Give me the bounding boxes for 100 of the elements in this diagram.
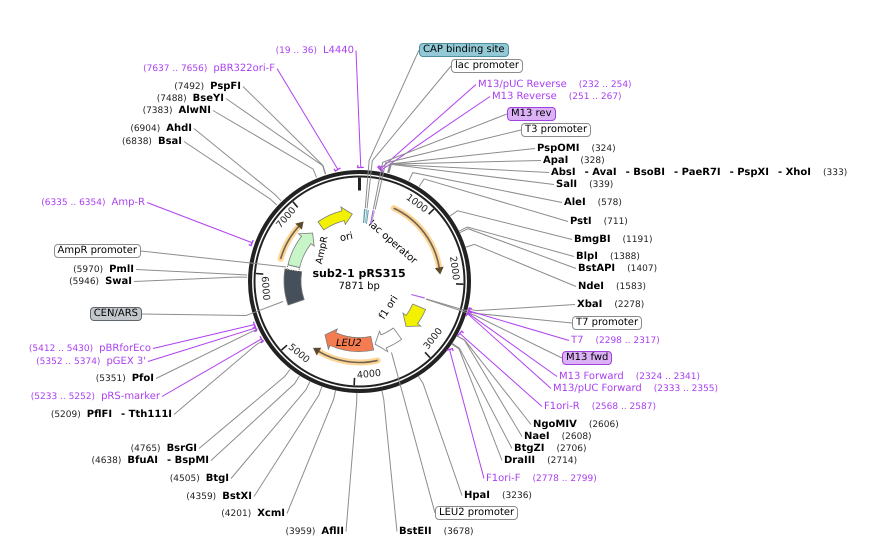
leader-line [446,348,484,479]
enzyme-name: NdeI [578,280,604,292]
leader-line [452,342,512,449]
cut-site-position: (324) [591,144,616,154]
primer-name: Amp-R [112,196,145,208]
primer-range: (5233 .. 5252) [30,392,96,402]
primer-range: (6335 .. 6354) [41,198,106,208]
enzyme-name: NaeI [524,430,550,442]
leader-line [254,386,322,497]
cut-site-position: (4505) [170,474,200,484]
feature-tag: CEN/ARS [90,307,142,321]
cut-site-position: (4765) [130,444,161,454]
cut-site-position: (6904) [130,124,160,134]
leader-line [377,84,476,172]
cut-site-position: (1407) [627,264,658,274]
primer-name: T7 [571,334,584,346]
leader-line [356,50,364,168]
cut-site-position: (578) [598,198,622,208]
cut-site-position: (4201) [221,508,252,520]
enzyme-name: SalI [556,178,578,190]
scale-label: 4000 [356,368,382,382]
primer-name: pBRforEco [99,342,151,354]
cut-site-position: (3678) [444,526,474,538]
leader-line [142,301,284,316]
leader-line [388,160,542,174]
leader-line [210,375,300,461]
enzyme-name: NgoMIV [533,418,577,430]
primer-name: pRS-marker [101,390,160,402]
enzyme-name: DraIII [504,454,536,466]
plasmid-length: 7871 bp [338,281,380,292]
leader-line [387,148,536,174]
leader-line [408,172,562,203]
feature-tag: T7 promoter [572,316,642,330]
primer-name: pGEX 3' [106,356,146,366]
enzyme-name: BsrGI [166,442,197,454]
feature-mark [362,208,367,224]
leader-line [467,307,570,341]
primer-name: pBR322ori-F [213,62,275,74]
leader-line [230,381,310,479]
primer-range: (2324 .. 2341) [636,372,700,382]
leader-line [418,178,568,222]
enzyme-name: - BspMI [166,454,209,466]
leader-line [374,130,522,210]
enzyme-name: - AvaI [584,166,617,178]
leader-line [388,164,550,174]
enzyme-name: XbaI [577,298,602,310]
leader-line [156,328,258,379]
leader-line [458,226,574,257]
cut-site-position: (2608) [562,432,592,442]
leader-line [460,228,576,269]
primer-name: F1ori-F [486,472,520,484]
cut-site-position: (333) [823,168,848,178]
leader-line [381,390,398,532]
leader-line [136,269,248,276]
leader-line [184,141,278,206]
feature-tag: lac promoter [451,59,523,73]
cut-site-position: (7383) [142,106,172,116]
enzyme-name: AbsI [551,166,576,178]
enzyme-name: - XhoI [778,166,812,178]
primer-range: (251 .. 267) [568,92,622,102]
scale-label: 6000 [258,276,271,302]
leader-line [148,324,258,362]
leader-line [152,321,256,349]
primer-name: M13/pUC Forward [553,382,642,394]
enzyme-name: BtgZI [514,442,545,454]
primer-range: (2333 .. 2355) [654,384,718,394]
cut-site-position: (7492) [174,82,204,92]
feature-block [283,268,306,306]
cut-site-position: (5970) [73,264,104,276]
leader-line [388,164,554,185]
enzyme-name: - BsoBI [626,166,666,178]
cut-site-position: (5351) [96,374,126,384]
enzyme-name: BfuAI [127,454,158,466]
enzyme-name: PstI [570,216,592,226]
leader-line [366,66,452,209]
primer-name: F1ori-R [544,400,580,412]
cut-site-position: (6838) [122,136,152,148]
promoter-segment [286,264,301,272]
primer-range: (5412 .. 5430) [28,344,94,354]
enzyme-name: PspFI [210,80,241,92]
cut-site-position: (5209) [50,410,81,420]
leader-line [466,310,558,377]
enzyme-name: BseYI [192,92,224,104]
primer-range: (2778 .. 2799) [532,474,597,484]
leader-line [390,352,436,514]
primer-range: (5352 .. 5374) [36,356,100,368]
leader-line [456,335,532,425]
leader-line [174,340,264,415]
enzyme-name: AhdI [166,122,192,134]
leader-line [450,210,572,240]
leader-line [134,276,248,282]
enzyme-name: BstXI [222,490,252,502]
cut-site-position: (2706) [556,444,586,454]
feature-tag: M13 rev [507,107,556,121]
cut-site-position: (711) [604,216,628,228]
cut-site-position: (1191) [622,234,652,246]
enzyme-name: SwaI [105,276,132,286]
leader-line [425,298,562,358]
primer-range: (2298 .. 2317) [595,336,660,346]
leader-line [242,86,326,175]
